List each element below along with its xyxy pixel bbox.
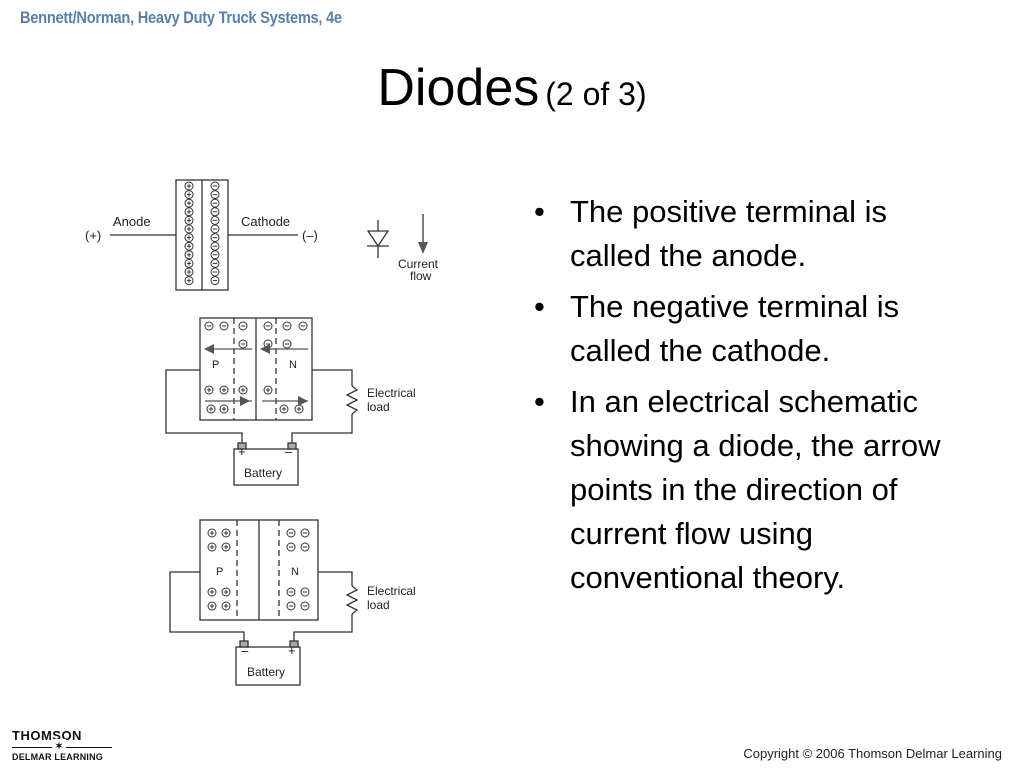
plus-charge-icon	[294, 404, 304, 414]
book-header: Bennett/Norman, Heavy Duty Truck Systems…	[20, 8, 342, 27]
minus-charge-icon	[286, 587, 296, 597]
battery-right-terminal: –	[285, 444, 293, 459]
plus-charge-icon	[221, 542, 231, 552]
bullet-item: The positive terminal is called the anod…	[530, 190, 970, 278]
minus-charge-icon	[210, 224, 220, 234]
star-icon: ✶	[52, 739, 67, 753]
battery-label: Battery	[244, 466, 282, 480]
bullet-item: The negative terminal is called the cath…	[530, 285, 970, 373]
plus-charge-icon	[221, 601, 231, 611]
load-label-1: Electrical	[367, 386, 416, 400]
bottom-charges	[207, 528, 310, 611]
plus-charge-icon	[184, 258, 194, 268]
n-region-label: N	[289, 359, 297, 371]
minus-charge-icon	[210, 233, 220, 243]
slide-title-sub: (2 of 3)	[545, 76, 647, 112]
minus-charge-icon	[300, 601, 310, 611]
load-label-1: Electrical	[367, 584, 416, 598]
middle-charges	[204, 321, 308, 414]
diode-diagram: (+) Anode Cathode (–) Current flow P N E…	[85, 179, 439, 686]
plus-charge-icon	[221, 528, 231, 538]
negative-label: (–)	[302, 228, 318, 243]
minus-charge-icon	[210, 241, 220, 251]
plus-charge-icon	[184, 267, 194, 277]
plus-charge-icon	[219, 404, 229, 414]
logo-bottom-text: DELMAR LEARNING	[12, 752, 103, 762]
plus-charge-icon	[184, 215, 194, 225]
battery-left-terminal: +	[238, 444, 246, 459]
plus-charge-icon	[184, 276, 194, 286]
slide-title: Diodes(2 of 3)	[0, 58, 1024, 118]
minus-charge-icon	[298, 321, 308, 331]
plus-charge-icon	[238, 385, 248, 395]
plus-charge-icon	[184, 190, 194, 200]
p-region-label: P	[212, 359, 219, 371]
minus-charge-icon	[210, 276, 220, 286]
plus-charge-icon	[204, 385, 214, 395]
plus-charge-icon	[184, 241, 194, 251]
minus-charge-icon	[238, 339, 248, 349]
load-label-2: load	[367, 400, 390, 414]
publisher-logo: THOMSON ✶ DELMAR LEARNING	[12, 728, 112, 762]
copyright-text: Copyright © 2006 Thomson Delmar Learning	[743, 746, 1002, 761]
bullet-list: The positive terminal is called the anod…	[530, 190, 970, 607]
plus-charges	[184, 181, 194, 286]
diode-symbol-icon	[366, 220, 390, 258]
plus-charge-icon	[263, 385, 273, 395]
minus-charge-icon	[300, 542, 310, 552]
plus-charge-icon	[184, 250, 194, 260]
plus-charge-icon	[279, 404, 289, 414]
battery-right-terminal: +	[288, 643, 296, 658]
minus-charge-icon	[282, 321, 292, 331]
minus-charge-icon	[210, 198, 220, 208]
minus-charges	[210, 181, 220, 286]
minus-charge-icon	[210, 181, 220, 191]
bullet-item: In an electrical schematic showing a dio…	[530, 380, 970, 600]
minus-charge-icon	[286, 528, 296, 538]
minus-charge-icon	[210, 207, 220, 217]
minus-charge-icon	[300, 587, 310, 597]
minus-charge-icon	[219, 321, 229, 331]
minus-charge-icon	[286, 601, 296, 611]
minus-charge-icon	[282, 339, 292, 349]
slide-title-main: Diodes	[377, 59, 540, 117]
minus-charge-icon	[204, 321, 214, 331]
anode-label: Anode	[113, 214, 151, 229]
current-flow-label-2: flow	[410, 269, 432, 283]
minus-charge-icon	[210, 250, 220, 260]
minus-charge-icon	[210, 190, 220, 200]
minus-charge-icon	[300, 528, 310, 538]
current-flow-label-1: Current	[398, 257, 439, 271]
plus-charge-icon	[184, 207, 194, 217]
plus-charge-icon	[184, 224, 194, 234]
plus-charge-icon	[207, 587, 217, 597]
cathode-label: Cathode	[241, 214, 290, 229]
battery-label: Battery	[247, 665, 285, 679]
load-label-2: load	[367, 598, 390, 612]
minus-charge-icon	[263, 321, 273, 331]
minus-charge-icon	[210, 258, 220, 268]
plus-charge-icon	[207, 601, 217, 611]
minus-charge-icon	[286, 542, 296, 552]
plus-charge-icon	[206, 404, 216, 414]
minus-charge-icon	[210, 215, 220, 225]
plus-charge-icon	[221, 587, 231, 597]
p-region-label: P	[216, 566, 223, 578]
plus-charge-icon	[184, 198, 194, 208]
plus-charge-icon	[207, 528, 217, 538]
plus-charge-icon	[184, 181, 194, 191]
positive-label: (+)	[85, 228, 101, 243]
plus-charge-icon	[207, 542, 217, 552]
n-region-label: N	[291, 566, 299, 578]
plus-charge-icon	[184, 233, 194, 243]
current-flow-arrow-icon	[418, 214, 428, 254]
plus-charge-icon	[219, 385, 229, 395]
minus-charge-icon	[238, 321, 248, 331]
minus-charge-icon	[210, 267, 220, 277]
battery-left-terminal: –	[241, 643, 249, 658]
